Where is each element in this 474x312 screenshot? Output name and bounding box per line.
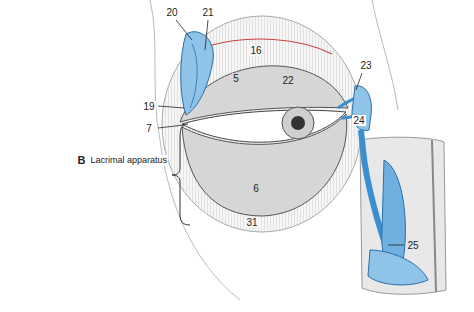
bracket [172,124,190,225]
lower-eyelid [182,114,347,216]
panel-letter: B [77,155,87,166]
callout-number: 6 [252,183,260,194]
panel-caption: Lacrimal apparatus [89,155,168,166]
leader-line [176,20,192,40]
callout-number: 25 [406,240,419,251]
lacrimal-gland-lobe [190,44,197,108]
lacrimal-gland [181,32,214,115]
turbinate-lower [368,250,428,285]
leader-line [205,20,208,50]
nasal-septum [432,140,436,292]
callout-number: 20 [165,7,178,18]
nose-contour [372,0,398,110]
leader-line [158,106,184,108]
iris [282,107,314,139]
callout-number: 7 [145,123,153,134]
callout-number: 22 [281,75,294,86]
callout-number: 19 [142,101,155,112]
lacrimal-sac [352,86,371,131]
callout-number: 23 [359,60,372,71]
callout-number: 5 [232,73,240,84]
callout-number: 16 [249,45,262,56]
leader-line [356,73,362,90]
leader-line [388,245,404,246]
leader-lines [158,20,404,245]
nasal-cavity [360,137,446,294]
leader-line [158,125,184,128]
orbital-skin [162,16,362,232]
pupil [291,116,305,130]
callout-number: 21 [201,7,214,18]
callout-number: 24 [352,115,365,126]
red-line [208,39,332,54]
callout-number: 31 [245,217,258,228]
